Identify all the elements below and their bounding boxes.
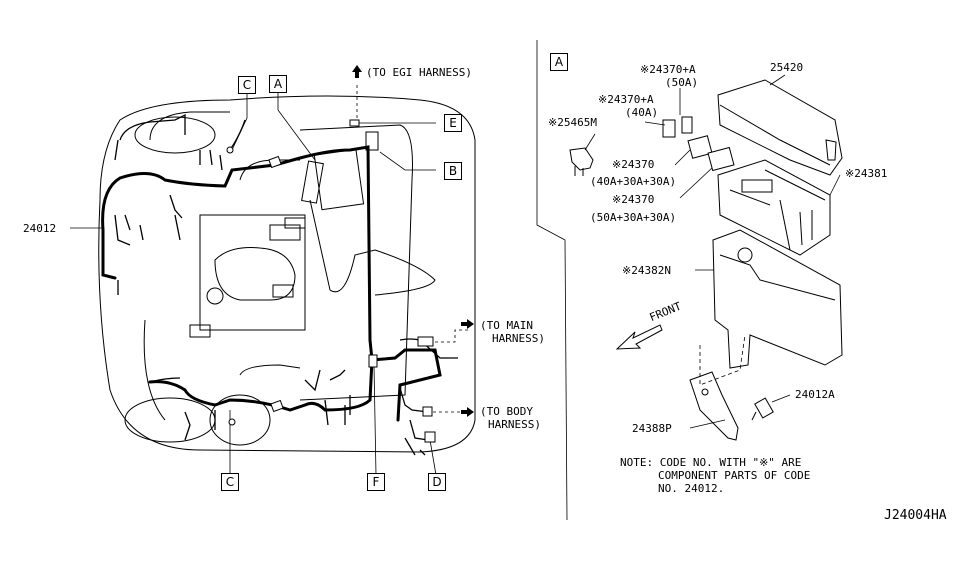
to-main-harness-label-line2: HARNESS): [492, 332, 545, 345]
part-number-24012: 24012: [23, 222, 57, 235]
to-egi-harness-label: (TO EGI HARNESS): [366, 66, 472, 79]
callout-a: A: [269, 75, 287, 93]
part-number-24012a: 24012A: [795, 388, 835, 401]
part-number-25465m: ※25465M: [548, 116, 597, 129]
part-number-24370a-50a: ※24370+A: [640, 63, 696, 76]
part-number-24370a-40a: ※24370+A: [598, 93, 654, 106]
note-line-2: COMPONENT PARTS OF CODE: [658, 469, 811, 482]
part-number-24370a-50a-sub: (50A): [665, 76, 699, 89]
diagram-code: J24004HA: [884, 508, 947, 523]
note-line-1: NOTE: CODE NO. WITH "※" ARE: [620, 456, 802, 469]
part-number-24370-first: ※24370: [612, 158, 655, 171]
part-number-25420: 25420: [770, 61, 804, 74]
part-number-24382n: ※24382N: [622, 264, 671, 277]
vehicle-outline: [98, 95, 476, 453]
callout-b: B: [444, 162, 462, 180]
callout-c-bottom: C: [221, 473, 239, 491]
part-number-24388p: 24388P: [632, 422, 672, 435]
note-line-3: NO. 24012.: [658, 482, 725, 495]
part-number-24370a-40a-sub: (40A): [625, 106, 659, 119]
to-body-harness-label-line2: HARNESS): [488, 418, 541, 431]
callout-d: D: [428, 473, 446, 491]
to-body-harness-label-line1: (TO BODY: [480, 405, 533, 418]
part-number-24370-first-sub: (40A+30A+30A): [590, 175, 677, 188]
to-main-harness-label-line1: (TO MAIN: [480, 319, 533, 332]
part-number-24381: ※24381: [845, 167, 888, 180]
divider-line: [536, 40, 568, 521]
detail-a-header: A: [550, 53, 568, 71]
callout-c-top: C: [238, 76, 256, 94]
part-number-24370-second-sub: (50A+30A+30A): [590, 211, 677, 224]
main-harness-trunk: [101, 145, 374, 412]
part-number-24370-second: ※24370: [612, 193, 655, 206]
callout-f: F: [367, 473, 385, 491]
callout-e: E: [444, 114, 462, 132]
